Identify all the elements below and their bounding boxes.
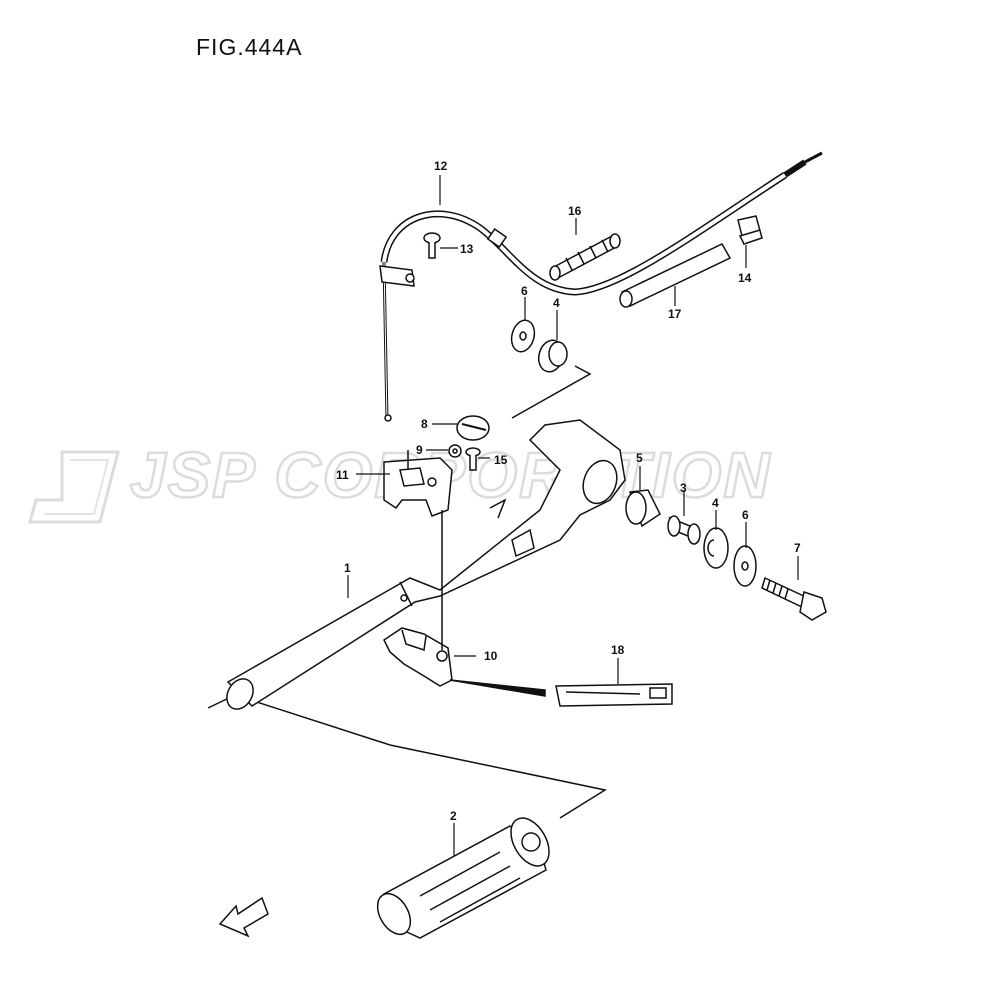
- front-direction-arrow-icon: [218, 896, 269, 938]
- bushing-4-upper: [537, 339, 568, 373]
- callout-6-upper: 6: [521, 284, 528, 298]
- clamp-10: [383, 627, 453, 687]
- throttle-cable: [379, 151, 823, 422]
- collar-5: [625, 489, 661, 528]
- callout-15: 15: [494, 453, 508, 467]
- callout-4-lower: 4: [712, 496, 719, 510]
- callout-5: 5: [636, 451, 643, 465]
- knob-8: [456, 415, 490, 441]
- washer-6-upper: [510, 319, 536, 353]
- clamp-11: [383, 457, 453, 517]
- assembly-lines: [207, 365, 607, 819]
- watermark: JSP CORPORATION: [28, 438, 772, 524]
- figure-title: FIG.444A: [196, 34, 303, 60]
- callout-14: 14: [738, 271, 752, 285]
- callout-12: 12: [434, 159, 448, 173]
- callout-1: 1: [344, 561, 351, 575]
- callout-6-lower: 6: [742, 508, 749, 522]
- screw-13: [423, 232, 441, 259]
- clamp-guide-lines: [407, 450, 443, 650]
- sleeve-16: [549, 233, 621, 281]
- callout-11: 11: [336, 468, 349, 482]
- leader-lines: [347, 175, 799, 856]
- callout-18: 18: [611, 643, 625, 657]
- callout-3: 3: [680, 481, 687, 495]
- callout-17: 17: [668, 307, 682, 321]
- decal-18: [449, 679, 673, 707]
- bolt-7: [761, 576, 827, 621]
- screw-15: [465, 447, 481, 471]
- tiller-arm-1: [226, 419, 626, 710]
- callout-2: 2: [450, 809, 457, 823]
- callout-9: 9: [416, 443, 423, 457]
- callout-13: 13: [460, 242, 474, 256]
- watermark-text: JSP CORPORATION: [130, 439, 772, 511]
- nut-9: [448, 444, 462, 458]
- callout-10: 10: [484, 649, 498, 663]
- tube-17: [619, 243, 732, 308]
- callout-7: 7: [794, 541, 801, 555]
- grip-2: [376, 817, 550, 939]
- callout-16: 16: [568, 204, 582, 218]
- bushing-4-lower: [703, 527, 729, 569]
- callout-8: 8: [421, 417, 428, 431]
- clip-14: [737, 215, 763, 245]
- callout-4-upper: 4: [553, 296, 560, 310]
- callout-labels: 12 13 16 6 4 14 17 8 9 15 11 5 3 4 6 7 1…: [336, 159, 801, 823]
- spacer-3: [667, 515, 701, 545]
- washer-6-lower: [733, 545, 757, 587]
- watermark-logo-icon: [28, 450, 120, 524]
